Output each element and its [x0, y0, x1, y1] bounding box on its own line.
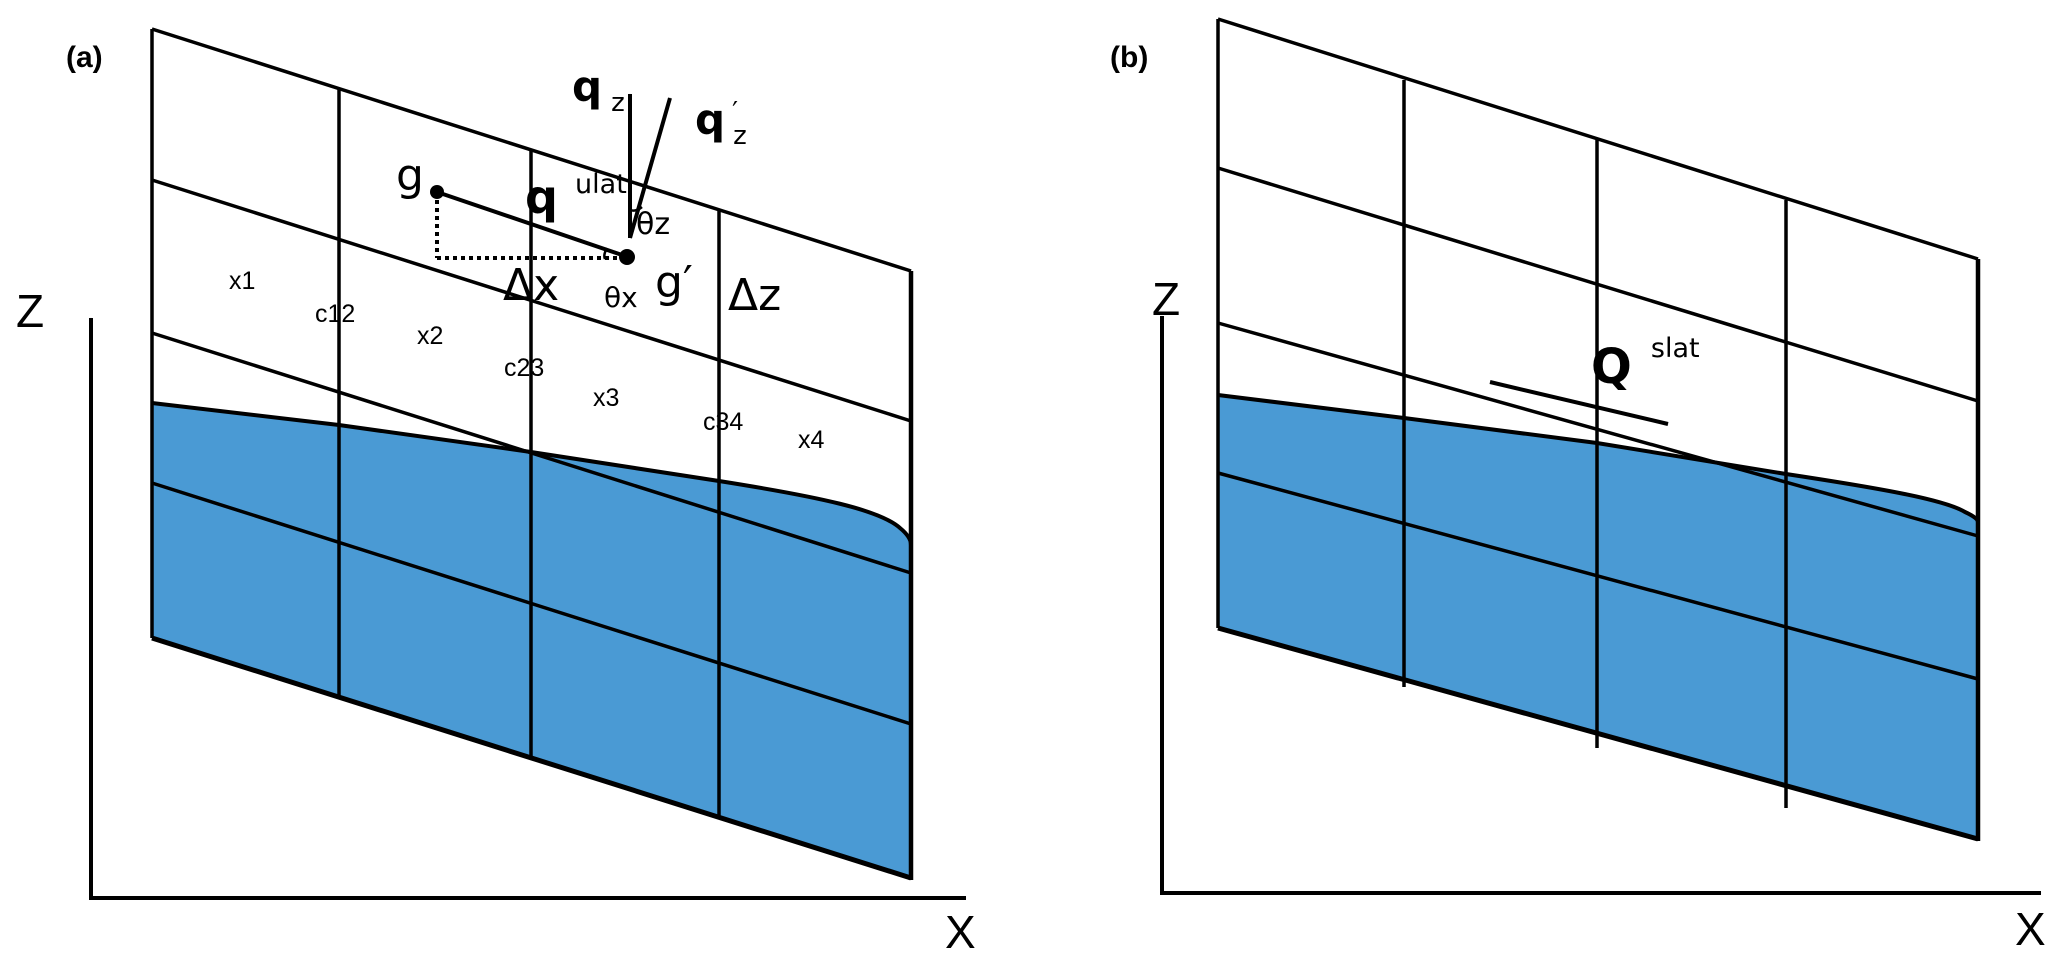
grid-top-edge	[1217, 17, 1979, 261]
interface-label-c12: c12	[315, 300, 355, 328]
panel-a: Z X (a) x1 x2 x3 x4 c12 c23 c34 g g′ q u…	[16, 27, 976, 958]
label-q-slat: Q slat	[1591, 333, 1700, 395]
x-axis-label-a: X	[945, 906, 976, 958]
panel-b: Z X (b) Q slat	[1110, 17, 2046, 955]
qz-base: q	[572, 62, 602, 111]
label-g-prime: g′	[655, 257, 693, 308]
interface-label-c34: c34	[703, 408, 743, 436]
interface-label-c23: c23	[504, 354, 544, 382]
qz-subscript: z	[611, 88, 625, 118]
point-g-prime	[619, 249, 635, 265]
q-ulat-base: q	[525, 170, 558, 224]
grid-b	[1216, 17, 1981, 842]
label-qz-prime: q ′ z	[695, 95, 747, 151]
q-slat-base: Q	[1591, 339, 1632, 395]
x-axis-label-b: X	[2015, 903, 2046, 955]
cell-label-x2: x2	[417, 322, 443, 350]
water-table-line-b	[1217, 393, 1980, 523]
grid-a	[150, 27, 914, 881]
q-slat-superscript: slat	[1651, 333, 1700, 364]
label-delta-z: Δz	[728, 270, 781, 321]
label-theta-x: θx	[604, 281, 638, 314]
q-ulat-superscript: ulat	[575, 169, 627, 200]
point-g	[430, 185, 444, 199]
label-qz: q z	[572, 62, 625, 118]
qz-prime-vector	[628, 97, 672, 239]
z-axis-label-a: Z	[16, 285, 44, 337]
g-to-g-prime-line	[436, 190, 626, 258]
panel-label-b: (b)	[1110, 41, 1148, 74]
cell-label-x4: x4	[798, 426, 825, 454]
label-g: g	[396, 150, 424, 201]
qz-prime-base: q	[695, 95, 725, 144]
theta-x-arc	[603, 247, 609, 260]
cell-label-x3: x3	[593, 384, 619, 412]
label-q-ulat: q ulat	[525, 169, 627, 224]
water-table-line-a	[151, 401, 913, 546]
label-delta-x: Δx	[503, 260, 559, 311]
qz-prime-mark: ′	[732, 97, 738, 127]
z-axis-label-b: Z	[1152, 273, 1180, 325]
label-theta-z: θz	[636, 207, 670, 242]
q-slat-vector	[1489, 380, 1669, 426]
cell-label-x1: x1	[229, 267, 255, 295]
qz-prime-subscript: z	[733, 121, 747, 151]
panel-label-a: (a)	[66, 41, 103, 74]
theta-z-arc	[629, 206, 643, 212]
